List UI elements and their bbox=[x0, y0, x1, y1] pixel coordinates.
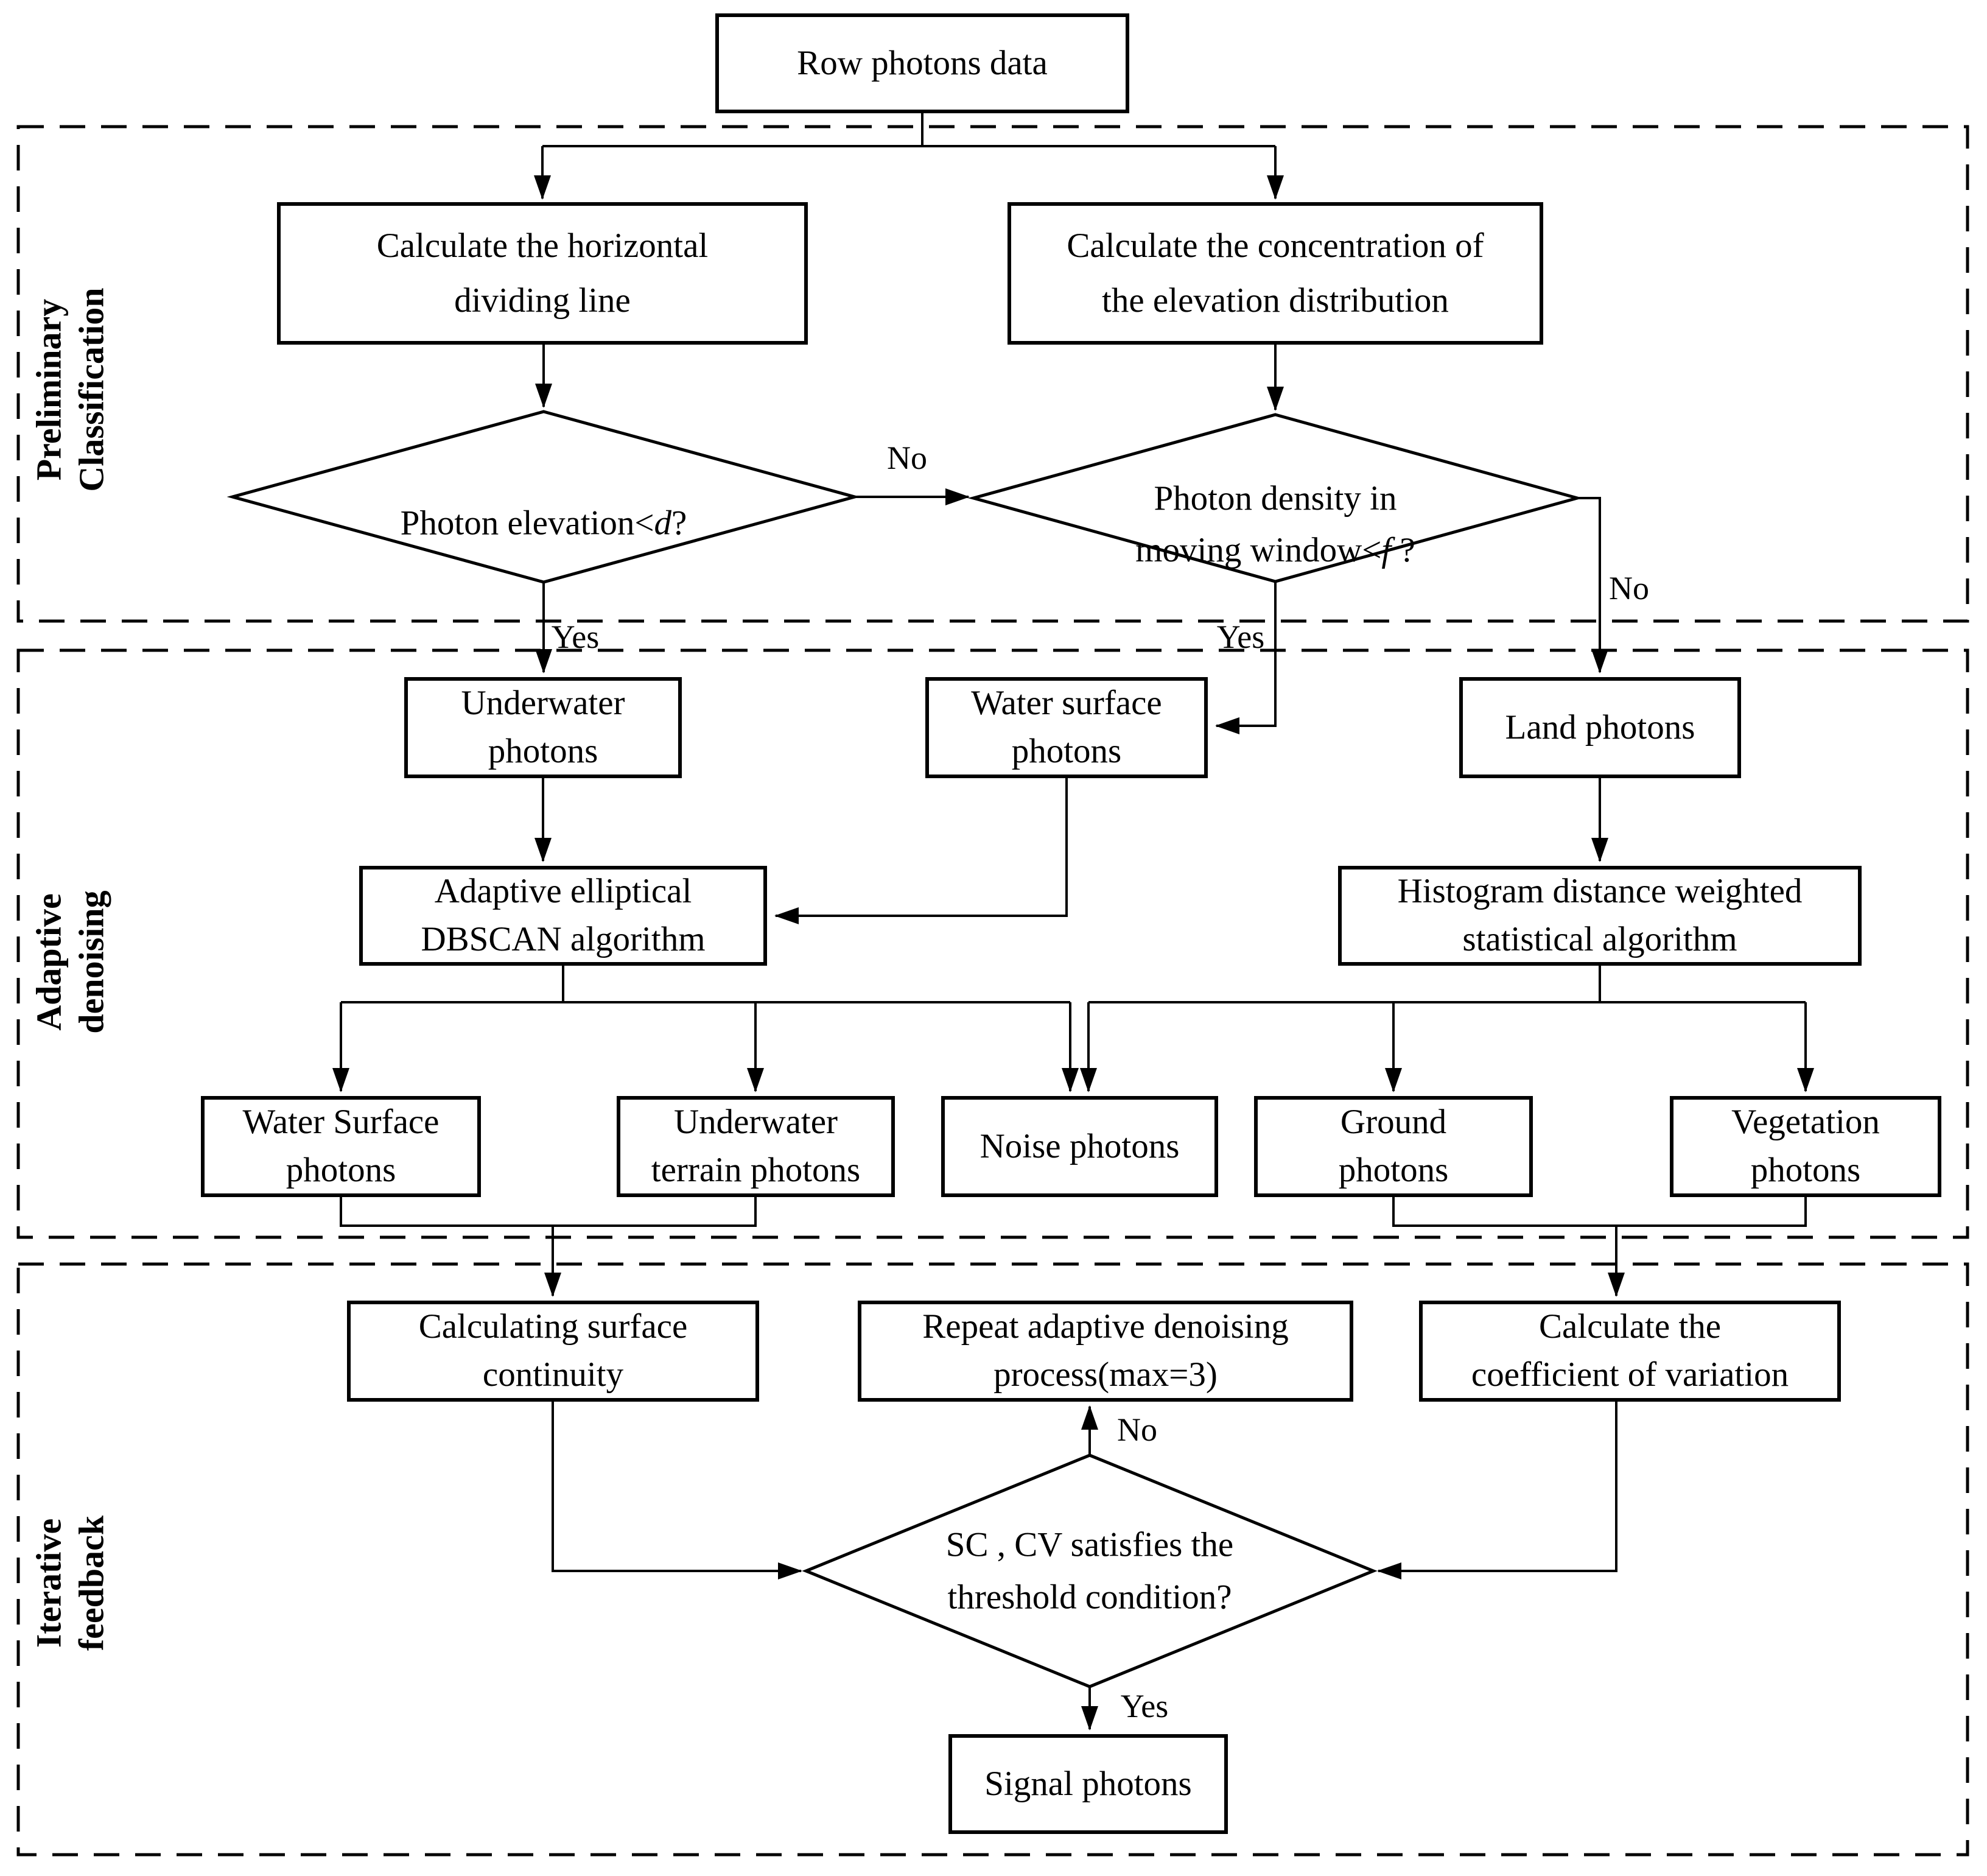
node-row-photons-data: Row photons data bbox=[715, 13, 1129, 113]
decision-variable-f: f bbox=[1381, 530, 1392, 569]
section-box-adaptive-denoising bbox=[16, 648, 1969, 1239]
decision-diamond-threshold bbox=[802, 1453, 1378, 1688]
node-vegetation-photons: Vegetation photons bbox=[1670, 1096, 1941, 1197]
decision-text-post: ? bbox=[671, 504, 687, 542]
node-water-surface-photons: Water surface photons bbox=[925, 677, 1208, 778]
decision-diamond-photon-elevation bbox=[226, 410, 861, 584]
edge-label-yes-density: Yes bbox=[1216, 619, 1265, 655]
decision-text-pre: Photon elevation< bbox=[400, 504, 654, 542]
node-water-surface-photons-result: Water Surface photons bbox=[201, 1096, 481, 1197]
section-borders bbox=[16, 125, 1969, 1857]
section-label-preliminary-classification: Preliminary Classification bbox=[29, 287, 111, 492]
edge-label-yes-threshold: Yes bbox=[1120, 1688, 1169, 1724]
node-ground-photons: Ground photons bbox=[1254, 1096, 1533, 1197]
edge-label-no-density: No bbox=[1609, 570, 1649, 606]
section-label-adaptive-denoising: Adaptive denoising bbox=[29, 890, 111, 1034]
edge-label-no-elevation: No bbox=[887, 440, 927, 476]
decision-text-photon-elevation: Photon elevation<d? bbox=[270, 445, 818, 549]
node-histogram-distance-weighted: Histogram distance weighted statistical … bbox=[1338, 866, 1862, 966]
node-calculating-surface-continuity: Calculating surface continuity bbox=[347, 1301, 759, 1402]
decision-text-post: ? bbox=[1391, 530, 1415, 569]
node-noise-photons: Noise photons bbox=[941, 1096, 1218, 1197]
node-signal-photons: Signal photons bbox=[948, 1734, 1228, 1834]
node-underwater-terrain-photons: Underwater terrain photons bbox=[617, 1096, 895, 1197]
node-underwater-photons: Underwater photons bbox=[404, 677, 682, 778]
node-calc-concentration-elevation: Calculate the concentration of the eleva… bbox=[1008, 202, 1543, 345]
decision-text-pre: Photon density in moving window< bbox=[1135, 479, 1397, 569]
section-box-iterative-feedback bbox=[16, 1262, 1969, 1857]
edge-label-yes-elevation: Yes bbox=[551, 619, 600, 655]
edge-label-no-threshold: No bbox=[1117, 1411, 1157, 1448]
node-calculate-coefficient-variation: Calculate the coefficient of variation bbox=[1419, 1301, 1841, 1402]
decision-text-threshold: SC , CV satisfies the threshold conditio… bbox=[945, 1525, 1234, 1617]
section-label-iterative-feedback: Iterative feedback bbox=[29, 1515, 111, 1651]
section-box-preliminary-classification bbox=[16, 125, 1969, 623]
connectors bbox=[332, 113, 1814, 1730]
node-calc-horizontal-dividing-line: Calculate the horizontal dividing line bbox=[277, 202, 808, 345]
node-land-photons: Land photons bbox=[1459, 677, 1741, 778]
decision-diamond-photon-density bbox=[967, 413, 1583, 583]
node-adaptive-elliptical-dbscan: Adaptive elliptical DBSCAN algorithm bbox=[359, 866, 767, 966]
decision-text-photon-density: Photon density in moving window<f ? bbox=[1081, 420, 1470, 577]
node-repeat-adaptive-denoising: Repeat adaptive denoising process(max=3) bbox=[858, 1301, 1353, 1402]
decision-variable-d: d bbox=[654, 504, 672, 542]
